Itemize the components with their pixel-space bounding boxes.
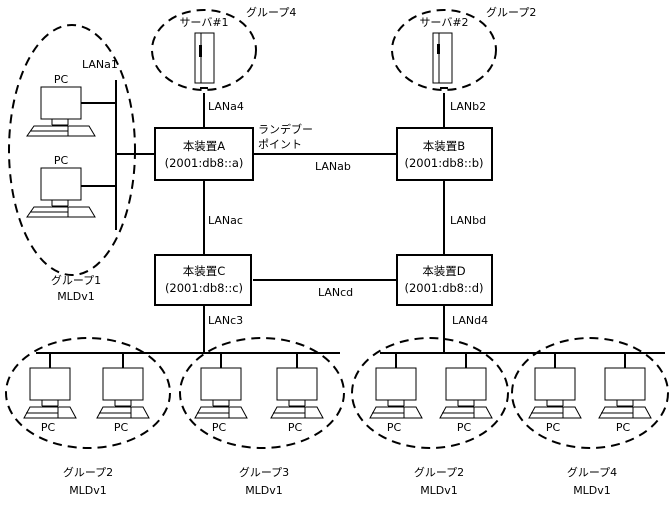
lan-a1-label: LANa1 (82, 58, 118, 71)
group-2b-protocol: MLDv1 (420, 484, 458, 497)
device-a-name: 本装置A (183, 139, 225, 153)
pc-label: PC (212, 421, 227, 434)
device-d[interactable]: 本装置D (2001:db8::d) (396, 254, 493, 306)
group-2a-name: グループ2 (63, 465, 113, 479)
server-1[interactable]: サーバ#1 グループ4 (179, 5, 296, 84)
group-2a-protocol: MLDv1 (69, 484, 107, 497)
group-4-boundary (511, 337, 669, 449)
rendezvous-point-label-line2: ポイント (258, 138, 302, 151)
pc-label: PC (457, 421, 472, 434)
server-2-group-boundary (391, 9, 497, 91)
server-2-label: サーバ#2 (419, 16, 468, 29)
pc-bottom-6[interactable]: PC (439, 367, 493, 434)
server-1-label: サーバ#1 (179, 16, 228, 29)
group-labels: グループ1 MLDv1 グループ2 MLDv1 グループ3 MLDv1 グループ… (51, 273, 617, 497)
rendezvous-point-label-line1: ランデブー (258, 122, 313, 136)
pc-bottom-4[interactable]: PC (270, 367, 324, 434)
pc-bottom-3[interactable]: PC (194, 367, 248, 434)
lan-labels: LANa1 LANa4 LANb2 LANab LANac LANbd LANc… (82, 58, 488, 327)
pc-label: PC (41, 421, 56, 434)
lan-a4-label: LANa4 (208, 100, 244, 113)
group-2a-boundary (5, 337, 171, 449)
pc-bottom-2[interactable]: PC (96, 367, 150, 434)
server-2-group-label: グループ2 (486, 5, 536, 19)
group-1-protocol: MLDv1 (57, 290, 95, 303)
group-3-protocol: MLDv1 (245, 484, 283, 497)
pc-label: PC (288, 421, 303, 434)
pc-label: PC (546, 421, 561, 434)
device-c-name: 本装置C (183, 264, 226, 278)
links (36, 80, 665, 368)
group-1-name: グループ1 (51, 273, 101, 287)
device-c[interactable]: 本装置C (2001:db8::c) (154, 254, 252, 306)
pc-bottom-5[interactable]: PC (369, 367, 423, 434)
group-ellipses (5, 9, 669, 449)
server-2[interactable]: サーバ#2 グループ2 (419, 5, 536, 84)
pc-label: PC (114, 421, 129, 434)
device-d-name: 本装置D (422, 264, 465, 278)
lan-bd-label: LANbd (450, 214, 486, 227)
pc-label: PC (54, 73, 69, 86)
device-a[interactable]: 本装置A (2001:db8::a) (154, 127, 254, 181)
device-a-address: (2001:db8::a) (165, 156, 244, 170)
pc-bottom-8[interactable]: PC (598, 367, 652, 434)
pc-bottom-1[interactable]: PC (23, 367, 77, 434)
server-indicator-icon (437, 44, 440, 54)
group-4-name: グループ4 (567, 465, 617, 479)
pc-left-1[interactable]: PC (26, 73, 96, 137)
group-1-boundary (8, 24, 136, 276)
lan-ab-label: LANab (315, 160, 351, 173)
device-b-address: (2001:db8::b) (404, 156, 483, 170)
server-1-group-boundary (151, 9, 257, 91)
pc-left-2[interactable]: PC (26, 154, 96, 218)
lan-c3-label: LANc3 (208, 314, 243, 327)
pc-label: PC (54, 154, 69, 167)
server-1-group-label: グループ4 (246, 5, 296, 19)
group-4-protocol: MLDv1 (573, 484, 611, 497)
lan-cd-label: LANcd (318, 286, 353, 299)
group-2b-boundary (351, 337, 509, 449)
pc-label: PC (616, 421, 631, 434)
group-3-name: グループ3 (239, 465, 289, 479)
pc-bottom-7[interactable]: PC (528, 367, 582, 434)
lan-d4-label: LANd4 (452, 314, 488, 327)
device-b-name: 本装置B (423, 139, 465, 153)
pc-label: PC (387, 421, 402, 434)
lan-ac-label: LANac (208, 214, 243, 227)
device-c-address: (2001:db8::c) (165, 281, 243, 295)
group-2b-name: グループ2 (414, 465, 464, 479)
server-indicator-icon (199, 45, 202, 57)
device-b[interactable]: 本装置B (2001:db8::b) (396, 127, 493, 181)
group-3-boundary (179, 337, 345, 449)
lan-b2-label: LANb2 (450, 100, 486, 113)
device-d-address: (2001:db8::d) (404, 281, 483, 295)
